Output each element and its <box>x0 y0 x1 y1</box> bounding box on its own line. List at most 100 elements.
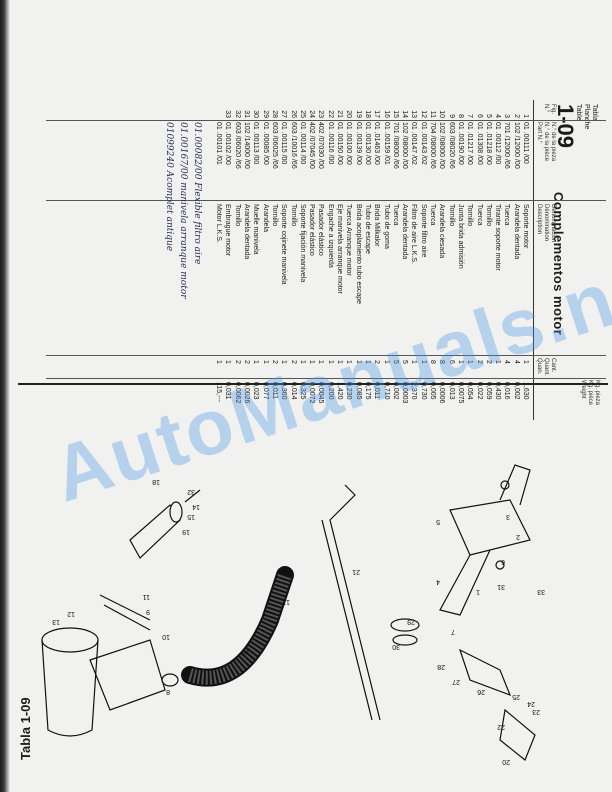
table-cell-fig: 3 <box>503 114 511 118</box>
callout-number: 12 <box>67 610 75 617</box>
table-cell-ref: 402 /07030 /00 <box>317 122 325 169</box>
table-cell-den: Arandela dentada <box>243 204 251 260</box>
callout-number: 14 <box>192 503 200 510</box>
table-cell-den: Pasador elástico <box>317 204 325 256</box>
table-cell-den: Tornillo <box>447 204 455 227</box>
callout-number: 33 <box>537 588 545 595</box>
table-cell-qty: 1 <box>215 360 223 364</box>
table-cell-fig: 18 <box>363 110 371 118</box>
callout-number: 28 <box>437 663 445 670</box>
table-cell-fig: 10 <box>438 110 446 118</box>
table-cell-ref: 01 .00115 /00 <box>280 122 288 165</box>
parts-diagram: 1234567891011121314151617181920212223242… <box>41 464 545 765</box>
callout-number: 4 <box>436 578 440 585</box>
table-cell-den: Tornillo <box>466 204 474 227</box>
table-cell-fig: 13 <box>410 110 418 118</box>
table-cell-fig: 8 <box>456 114 464 118</box>
table-cell-den: Arandela dentada <box>401 204 409 260</box>
callout-number: 2 <box>516 533 520 540</box>
table-cell-ref: 01 .00100 /00 <box>345 122 353 165</box>
table-cell-den: Arandela <box>261 204 269 233</box>
table-cell-ref: 01 .00130 /00 <box>363 122 371 165</box>
callout-number: 11 <box>143 593 150 600</box>
table-cell-den: Tubo de goma <box>382 204 390 249</box>
table-cell-den: Arandela ciesada <box>438 204 446 259</box>
table-cell-fig: 14 <box>401 110 409 118</box>
callout-number: 6 <box>501 558 505 565</box>
table-cell-den: Embrague motor <box>224 204 232 257</box>
table-cell-ref: 402 /07045 /00 <box>308 122 316 169</box>
table-cell-fig: 17 <box>373 110 381 118</box>
crank-handle-drawing <box>321 484 536 761</box>
table-cell-fig: 20 <box>345 110 353 118</box>
engine-mount-drawing <box>439 464 531 616</box>
rubber-hose-drawing <box>181 566 294 687</box>
table-cell-ref: 01 .00147 /02 <box>410 122 418 165</box>
table-cell-qty: 2 <box>233 360 241 364</box>
table-cell-ref: 01 .00111 /00 <box>522 122 529 164</box>
table-cell-ref: 01 .00116 /00 <box>326 122 334 165</box>
table-cell-fig: 2 <box>512 114 520 118</box>
callout-number: 5 <box>436 518 440 525</box>
table-cell-fig: 6 <box>475 114 483 118</box>
table-cell-fig: 23 <box>317 110 325 118</box>
table-cell-ref: 102 /08000 /00 <box>438 122 446 169</box>
table-cell-ref: 01 .00159 /01 <box>382 122 390 165</box>
table-cell-den: Tornillo <box>233 204 241 227</box>
callout-labels: 1234567891011121314151617181920212223242… <box>52 478 545 765</box>
callout-number: 26 <box>477 688 485 695</box>
table-cell-ref: 603 /08020 /66 <box>447 122 455 169</box>
handwritten-note: 01.00082/00 Flexible filtro aire <box>192 122 202 265</box>
table-cell-den: Tuerca <box>429 204 437 226</box>
table-cell-den: Brida Milkalor <box>373 204 381 247</box>
table-cell-ref: 102 /14000 /00 <box>243 122 251 169</box>
table-cell-den: Tuerca <box>475 204 483 226</box>
table-cell-ref: 603 /06025 /66 <box>270 122 278 169</box>
table-cell-qty: 2 <box>243 360 251 364</box>
table-cell-fig: 22 <box>326 110 334 118</box>
callout-number: 13 <box>52 618 60 625</box>
table-cell-den: Soporte filtro aire <box>419 204 427 258</box>
table-cell-fig: 15 <box>391 110 399 118</box>
callout-number: 32 <box>187 488 195 495</box>
table-cell-den: Engache a izquierda <box>326 204 334 268</box>
table-cell-fig: 33 <box>224 110 232 118</box>
table-cell-den: Tornillo <box>484 204 492 227</box>
air-filter-drawing <box>41 594 179 737</box>
table-cell-ref: 01 .00102 /00 <box>224 122 232 165</box>
callout-number: 25 <box>512 693 520 700</box>
table-cell-ref: 01 .00114 /00 <box>298 122 306 165</box>
callout-number: 22 <box>497 723 505 730</box>
table-cell-ref: 603 /10016 /66 <box>289 122 297 169</box>
table-cell-ref: 701 /12000 /66 <box>503 122 511 169</box>
callout-number: 1 <box>476 588 480 595</box>
table-cell-fig: 27 <box>280 110 288 118</box>
callout-number: 9 <box>146 608 150 615</box>
table-cell-den: Motor L.K.S. <box>215 204 223 243</box>
table-cell-fig: 25 <box>298 110 306 118</box>
table-cell-den: Brida acoplamiento tubo escape <box>354 204 362 305</box>
exhaust-pipe-drawing <box>129 489 201 559</box>
callout-number: 7 <box>451 628 455 635</box>
callout-number: 16 <box>242 648 250 655</box>
table-cell-fig: 26 <box>289 110 297 118</box>
table-cell-den: Pasador elástico <box>308 204 316 256</box>
table-cell-den: Tuerca <box>391 204 399 226</box>
table-cell-ref: 603 /06020 /66 <box>233 122 241 169</box>
table-cell-fig: 19 <box>354 110 362 118</box>
table-cell-den: Tubo de escape <box>363 204 371 254</box>
table-cell-ref: 102 /08000 /00 <box>401 122 409 169</box>
table-cell-fig: 21 <box>336 110 344 118</box>
table-cell-ref: 01 .01217 /00 <box>466 122 474 165</box>
table-cell-fig: 5 <box>484 114 492 118</box>
table-cell-den: Soporte fijación manivela <box>298 204 306 283</box>
table-cell-ref: 01 .00190 /00 <box>456 122 464 165</box>
table-cell-den: Tuerca Arranque motor <box>345 204 353 276</box>
table-cell-ref: 01 .01218 /00 <box>484 122 492 165</box>
table-cell-fig: 11 <box>429 110 437 118</box>
scan-edge <box>0 0 10 792</box>
table-cell-fig: 16 <box>382 110 390 118</box>
table-cell-ref: 704 /08000 /66 <box>429 122 437 169</box>
table-cell-ref: 01 .00139 /00 <box>354 122 362 165</box>
